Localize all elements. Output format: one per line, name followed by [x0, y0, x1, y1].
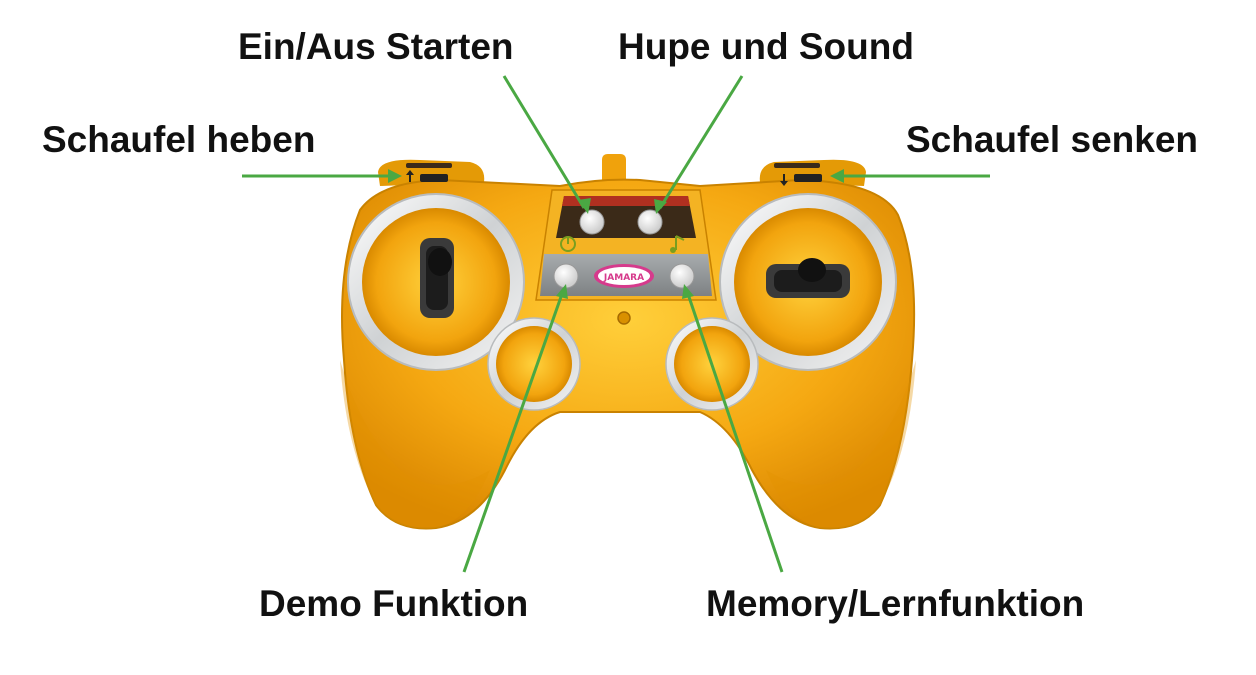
shoulder-left: [378, 159, 485, 186]
label-memory-lernfunktion: Memory/Lernfunktion: [706, 583, 1085, 624]
memory-button[interactable]: [669, 263, 695, 289]
callout-arrows: [242, 75, 990, 573]
center-screw: [617, 311, 631, 325]
right-joystick: [719, 193, 897, 371]
shovel-down-icon: [780, 174, 822, 186]
label-demo-funktion: Demo Funktion: [259, 583, 529, 624]
label-schaufel-senken: Schaufel senken: [906, 119, 1199, 160]
music-note-icon: [670, 235, 685, 253]
antenna: [602, 154, 626, 186]
arrow-demo: [462, 293, 564, 573]
brand-logo-text: JAMARA: [603, 273, 644, 283]
ein-aus-button[interactable]: [579, 209, 605, 235]
left-thumb-button: [487, 317, 581, 411]
brand-logo: JAMARA: [594, 264, 654, 288]
label-schaufel-heben: Schaufel heben: [42, 119, 316, 160]
arrow-ein-aus: [502, 75, 586, 209]
arrow-memory: [686, 293, 784, 573]
shovel-up-icon: [406, 170, 448, 182]
hupe-button[interactable]: [637, 209, 663, 235]
label-ein-aus-starten: Ein/Aus Starten: [238, 26, 514, 67]
left-joystick: [347, 193, 525, 371]
arrow-hupe: [658, 75, 744, 209]
label-hupe-und-sound: Hupe und Sound: [618, 26, 914, 67]
power-icon: [560, 236, 576, 252]
